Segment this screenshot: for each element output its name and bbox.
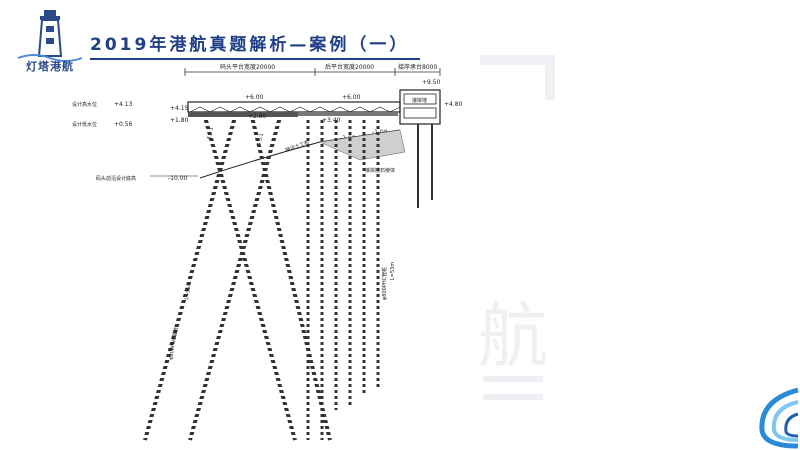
watermark-char: 航: [478, 295, 548, 377]
dim-label-2: 后平台宽度20000: [325, 63, 374, 71]
watermark-frame: [480, 55, 555, 100]
page-title: 2019年港航真题解析—案例（一）: [90, 35, 410, 55]
pile-spec-2: φ800PHC管桩: [381, 267, 388, 300]
dim-label-1: 码头平台宽度20000: [220, 63, 275, 71]
elev-10: +1.80: [170, 117, 189, 124]
elev-3: +9.50: [422, 79, 441, 86]
wharf-section-drawing: 码头平台宽度20000 后平台宽度20000 接岸承台8000 接岸墙 +6.0…: [72, 63, 463, 441]
inclined-piles: [143, 116, 332, 441]
elev-2: +6.00: [342, 94, 361, 101]
watermark-dashes: [483, 376, 543, 400]
elev-5: +2.80: [248, 113, 267, 120]
elev-6: +3.40: [322, 117, 341, 124]
lighthouse-logo-icon: [17, 10, 83, 62]
logo-text: 灯塔港航: [26, 60, 74, 73]
elev-13: -10.00: [168, 175, 188, 182]
back-wall-label: 接岸墙: [412, 97, 427, 104]
side-label-hw: 设计高水位: [72, 101, 97, 108]
decorative-swirl-icon: [759, 387, 799, 449]
elev-11: +0.56: [114, 121, 133, 128]
vertical-piles: [306, 117, 433, 440]
slope-ratio-2: 4.5:1: [256, 133, 265, 147]
side-label-bottom: 码头前沿设计底高: [96, 175, 136, 182]
geotextile-label: 铺设土工布: [284, 139, 310, 154]
elev-12: +4.13: [114, 101, 133, 108]
side-label-lw: 设计低水位: [72, 121, 97, 128]
elev-9: +4.15: [170, 105, 189, 112]
elev-4: +4.80: [444, 101, 463, 108]
elev-1: +6.00: [245, 94, 264, 101]
rockfill-label: 接岸抛石棱体: [365, 167, 395, 174]
pile-length-2: L=53m: [390, 262, 396, 280]
title-underline: [90, 58, 420, 60]
pile-length-1: L=55m: [184, 281, 193, 300]
elev-8: -1.00: [372, 129, 388, 136]
pile-spec-1: φ800PHC管桩: [167, 327, 180, 361]
dim-label-3: 接岸承台8000: [398, 63, 437, 71]
